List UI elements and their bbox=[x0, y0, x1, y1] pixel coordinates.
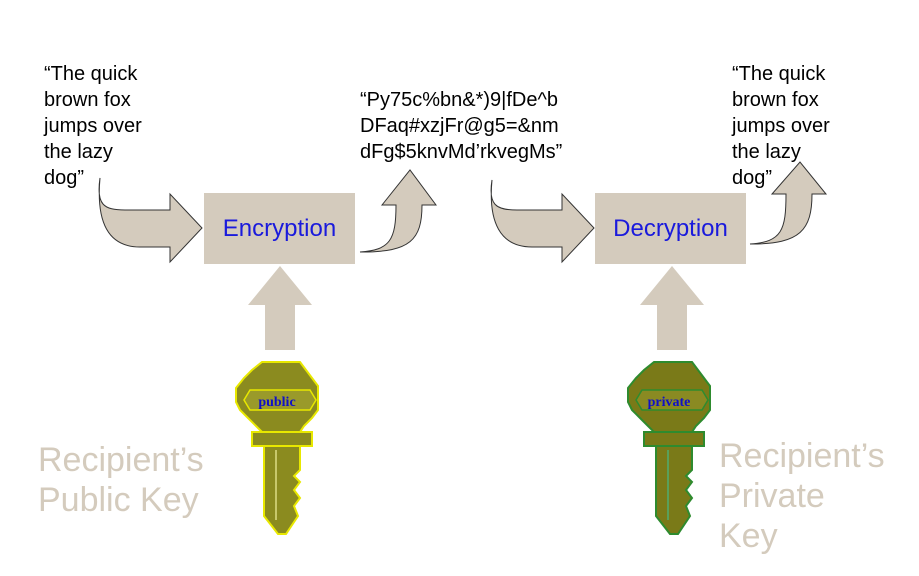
curved-arrow-into-encryption bbox=[98, 177, 203, 264]
curved-arrow-out-of-encryption bbox=[359, 169, 437, 253]
up-arrow-public-key bbox=[248, 266, 312, 350]
public-key-tag: public bbox=[258, 395, 295, 410]
public-key-icon bbox=[235, 361, 319, 535]
private-key-tag: private bbox=[648, 395, 691, 410]
decryption-label: Decryption bbox=[613, 214, 728, 242]
curved-arrow-out-of-decryption bbox=[749, 161, 828, 245]
ciphertext-text: “Py75c%bn&*)9|fDe^b DFaq#xzjFr@g5=&nm dF… bbox=[360, 89, 563, 163]
encryption-label: Encryption bbox=[222, 214, 337, 242]
plaintext-input-text: “The quick brown fox jumps over the lazy… bbox=[44, 63, 142, 189]
decryption-box: Decryption bbox=[595, 193, 746, 264]
encryption-box: Encryption bbox=[204, 193, 355, 264]
public-key-caption: Recipient’s Public Key bbox=[38, 441, 204, 519]
private-key-caption: Recipient’s Private Key bbox=[719, 437, 885, 555]
up-arrow-private-key bbox=[640, 266, 704, 350]
private-key-icon bbox=[627, 361, 711, 535]
plaintext-output-text: “The quick brown fox jumps over the lazy… bbox=[732, 63, 830, 189]
curved-arrow-into-decryption bbox=[490, 179, 595, 264]
